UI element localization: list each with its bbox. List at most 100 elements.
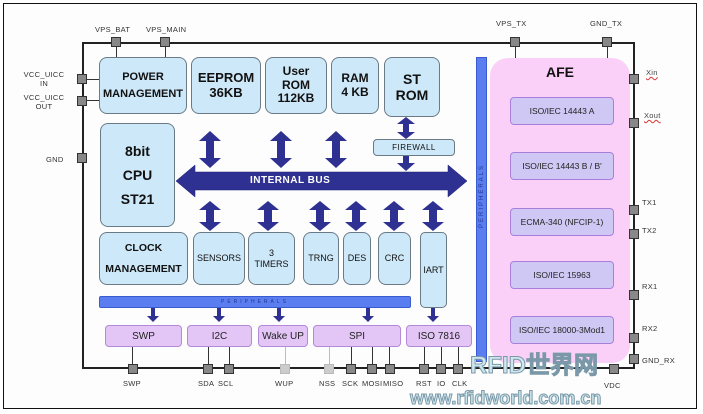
pin-sck [346, 364, 356, 374]
trng-bus-arrow [309, 201, 331, 231]
pin-label-vdc: VDC [604, 381, 621, 390]
timers-line1: 3 [268, 248, 274, 259]
pin-label-vcc-uicc-in: VCC_UICC IN [23, 70, 65, 88]
pin-label-miso: MISO [383, 379, 404, 388]
swp-interface-block: SWP [105, 325, 182, 347]
pin-miso [385, 364, 395, 374]
wire-vcc-out [82, 100, 99, 101]
afe-item-iso18000: ISO/IEC 18000-3Mod1 [510, 316, 614, 344]
watermark-url: www.rfidworld.com.cn [409, 388, 602, 409]
pin-vps-bat [111, 37, 121, 47]
iart-bus-arrow [422, 201, 444, 231]
pin-label-clk: CLK [452, 379, 468, 388]
cpu-line2: CPU [122, 166, 153, 183]
power-management-block: POWER MANAGEMENT [99, 57, 187, 114]
wire-miso [389, 347, 390, 368]
pin-clk [453, 364, 463, 374]
spi-down-arrow [362, 308, 374, 322]
iso7816-interface-block: ISO 7816 [406, 325, 472, 347]
pin-label-tx2: TX2 [642, 226, 657, 235]
userrom-line3: 112KB [277, 91, 315, 106]
i2c-interface-block: I2C [187, 325, 252, 347]
pin-vps-main [160, 37, 170, 47]
pin-vps-tx [510, 37, 520, 47]
wire-clk [458, 347, 459, 368]
wire-nss [329, 347, 330, 368]
watermark-logo: RFID世界网 [470, 352, 599, 380]
pin-label-xout: Xout [644, 111, 661, 120]
pin-label-rx1: RX1 [642, 282, 658, 291]
strom-line2: ROM [395, 87, 429, 103]
pin-label-vps-bat: VPS_BAT [95, 25, 131, 34]
iart-block: IART [420, 232, 447, 308]
pin-label-vcc-uicc-out: VCC_UICC OUT [23, 93, 65, 111]
pin-gnd-rx [629, 354, 639, 364]
wire-rst [424, 347, 425, 368]
pin-rx2 [629, 333, 639, 343]
pin-label-scl: SCL [218, 379, 234, 388]
timers-block: 3 TIMERS [248, 232, 295, 285]
clock-line2: MANAGEMENT [105, 262, 182, 275]
pin-tx2 [629, 229, 639, 239]
pin-tx1 [629, 205, 639, 215]
i2c-down-arrow [213, 308, 225, 322]
wire-wup [285, 347, 286, 368]
bus-arrows-top [199, 117, 415, 171]
pin-scl [224, 364, 234, 374]
pin-label-xin: Xin [646, 68, 658, 77]
afe-item-ecma340: ECMA-340 (NFCIP-1) [510, 208, 614, 236]
cpu-line3: ST21 [120, 191, 155, 208]
clock-line1: CLOCK [124, 242, 163, 255]
wire-gnd-tx [607, 42, 608, 58]
pin-label-nss: NSS [319, 379, 336, 388]
pin-label-io: IO [437, 379, 446, 388]
pin-label-gnd-rx: GND_RX [642, 356, 676, 365]
wire-vps-main [165, 42, 166, 57]
internal-bus-label: INTERNAL BUS [250, 175, 331, 186]
wire-vcc-in [82, 79, 99, 80]
internal-bus-arrow [175, 164, 468, 198]
firewall-block: FIREWALL [373, 139, 455, 156]
pin-xin [629, 74, 639, 84]
trng-block: TRNG [303, 232, 339, 285]
pin-label-gnd-tx: GND_TX [590, 19, 623, 28]
pin-label-wup: WUP [275, 379, 294, 388]
userrom-line1: User [282, 63, 310, 78]
pin-vdc [609, 364, 619, 374]
userrom-bus-arrow [270, 131, 292, 168]
eeprom-block: EEPROM 36KB [191, 57, 261, 114]
cpu-block: 8bit CPU ST21 [100, 123, 175, 227]
peripheral-down-arrows [147, 308, 439, 322]
eeprom-line1: EEPROM [197, 69, 255, 85]
peripherals-bus-horizontal: PERIPHERALS [99, 296, 411, 308]
timers-bus-arrow [257, 201, 279, 231]
pin-label-vps-tx: VPS_TX [496, 19, 527, 28]
pin-rx1 [629, 290, 639, 300]
timers-line2: TIMERS [254, 258, 289, 269]
sensors-bus-arrow [199, 201, 221, 231]
pin-xout [629, 118, 639, 128]
crc-block: CRC [378, 232, 411, 285]
peripherals-bus-vertical [476, 57, 487, 362]
pin-sda [203, 364, 213, 374]
clock-management-block: CLOCK MANAGEMENT [99, 232, 188, 285]
userrom-line2: ROM [282, 77, 310, 92]
wire-io [441, 347, 442, 368]
crc-bus-arrow [383, 201, 405, 231]
user-rom-block: User ROM 112KB [265, 57, 327, 114]
ram-bus-arrow [325, 131, 347, 168]
afe-item-iso14443b: ISO/IEC 14443 B / B' [510, 152, 614, 180]
wire-swp [132, 347, 133, 368]
pin-gnd [77, 153, 87, 163]
wakeup-down-arrow [273, 308, 285, 322]
wire-mosi [372, 347, 373, 368]
st-rom-block: ST ROM [384, 57, 440, 117]
swp-down-arrow [147, 308, 159, 322]
cpu-line1: 8bit [125, 142, 150, 159]
power-line1: POWER [122, 70, 164, 83]
pin-mosi [367, 364, 377, 374]
pin-io [436, 364, 446, 374]
spi-interface-block: SPI [313, 325, 401, 347]
pin-label-rst: RST [416, 379, 432, 388]
